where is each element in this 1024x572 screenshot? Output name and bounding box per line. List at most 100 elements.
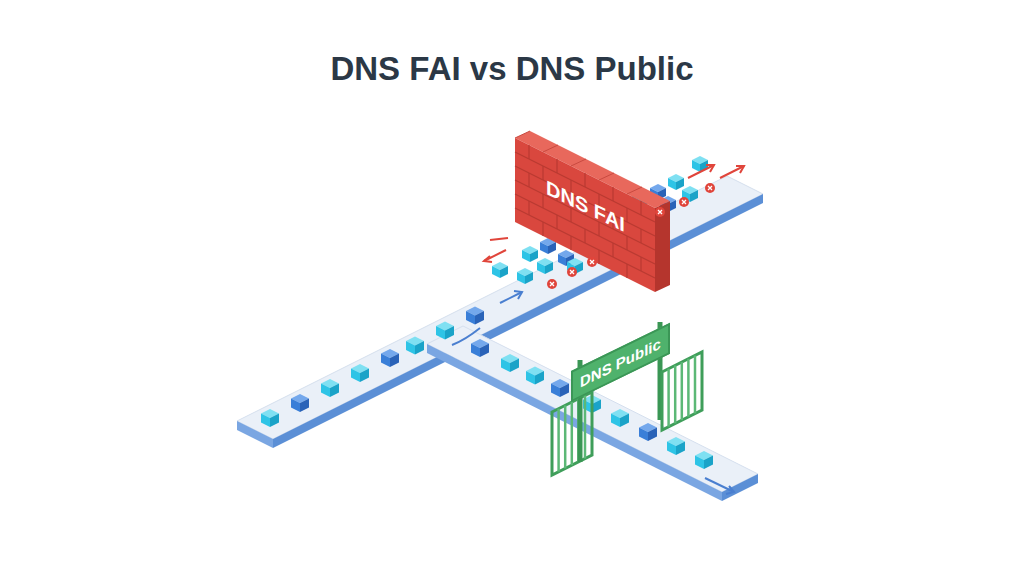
gate-slat [557, 409, 560, 472]
data-cube [351, 364, 369, 382]
blocked-dot [655, 207, 665, 217]
cube-side [611, 414, 620, 428]
cube-side [330, 384, 339, 398]
cube-side [522, 250, 530, 262]
brick-joint [626, 264, 627, 278]
cube-side [466, 311, 475, 325]
data-cube [667, 437, 685, 455]
gate-slat [571, 402, 574, 465]
brick-joint [626, 208, 627, 222]
blocked-mark [679, 197, 689, 207]
cube-side [560, 384, 569, 398]
cube-side [390, 354, 399, 368]
cube-side [436, 326, 445, 340]
cube-side [558, 254, 566, 266]
cube-side [351, 369, 360, 383]
cube-side [445, 326, 454, 340]
cube-side [360, 369, 369, 383]
brick-joint [556, 159, 557, 173]
cube-side [475, 311, 484, 325]
blocked-cross [590, 260, 594, 264]
brick-joint [528, 173, 529, 187]
brick-joint [598, 250, 599, 264]
brick-top [627, 187, 642, 194]
data-cube [381, 349, 399, 367]
gate-banner: DNS Public [571, 322, 670, 401]
brick-joint [640, 229, 641, 243]
data-cube [695, 451, 713, 469]
data-cube [291, 394, 309, 412]
blocked-dot [547, 279, 557, 289]
blocked-dot [679, 197, 689, 207]
blocked-dot [587, 257, 597, 267]
blocked-dot [567, 267, 577, 277]
blocked-mark [547, 279, 557, 289]
data-cube [611, 409, 629, 427]
brick-top [515, 131, 530, 138]
cube-side [270, 414, 279, 428]
brick-joint [556, 215, 557, 229]
brick-joint [528, 201, 529, 215]
gate-slat [694, 356, 697, 414]
cube-side [300, 399, 309, 413]
cube-side [668, 178, 676, 190]
cube-side [676, 178, 684, 190]
brick-joint [542, 194, 543, 208]
cube-side [406, 341, 415, 355]
brick-joint [542, 166, 543, 180]
gate-slat [681, 362, 684, 420]
cube-side [526, 371, 535, 385]
cube-side [620, 414, 629, 428]
cube-side [692, 160, 700, 172]
cube-side [695, 456, 704, 470]
data-cube [526, 367, 544, 385]
blocked-cross [570, 270, 574, 274]
cube-side [415, 341, 424, 355]
cube-side [510, 359, 519, 373]
cube-side [667, 442, 676, 456]
blocked-cross [550, 282, 554, 286]
blocked-mark [567, 267, 577, 277]
cube-side [648, 428, 657, 442]
brick-joint [570, 236, 571, 250]
data-cube [517, 268, 533, 284]
blocked-cross [682, 200, 686, 204]
cube-side [639, 428, 648, 442]
cube-side [517, 272, 525, 284]
cube-side [540, 242, 548, 254]
cube-side [690, 190, 698, 202]
blocked-cross [708, 186, 712, 190]
cube-side [525, 272, 533, 284]
cube-side [492, 266, 500, 278]
gate-slat [564, 405, 567, 468]
cube-side [676, 442, 685, 456]
brick-top [543, 145, 558, 152]
cube-side [535, 371, 544, 385]
cube-side [537, 262, 545, 274]
diagram-title: DNS FAI vs DNS Public [0, 50, 1024, 88]
brick-joint [612, 187, 613, 201]
brick-joint [584, 173, 585, 187]
data-cube [471, 339, 489, 357]
cube-side [551, 384, 560, 398]
data-cube [492, 262, 508, 278]
cube-side [471, 344, 480, 358]
cube-side [530, 250, 538, 262]
cube-side [321, 384, 330, 398]
brick-line [515, 208, 655, 278]
cube-side [548, 242, 556, 254]
brick-joint [612, 243, 613, 257]
cube-side [704, 456, 713, 470]
gate-slat [687, 359, 690, 417]
brick-line [515, 166, 655, 236]
gate-slat [667, 369, 670, 427]
cube-side [480, 344, 489, 358]
brick-joint [528, 145, 529, 159]
cube-side [291, 399, 300, 413]
data-cube [261, 409, 279, 427]
brick-top [571, 159, 586, 166]
brick-joint [584, 229, 585, 243]
blocked-dot [705, 183, 715, 193]
cube-side [545, 262, 553, 274]
cube-side [381, 354, 390, 368]
